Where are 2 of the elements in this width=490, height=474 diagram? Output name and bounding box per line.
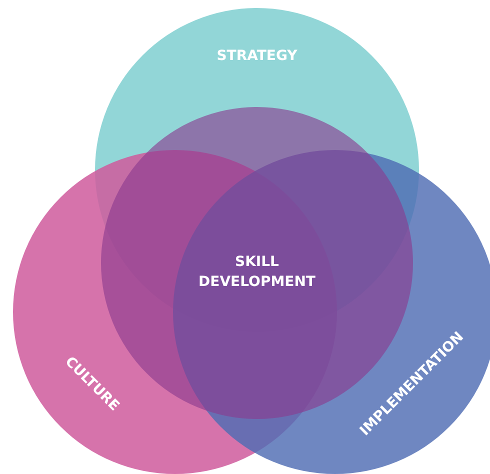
circle-label: SKILL DEVELOPMENT xyxy=(198,253,316,292)
circle-label: STRATEGY xyxy=(216,47,298,66)
